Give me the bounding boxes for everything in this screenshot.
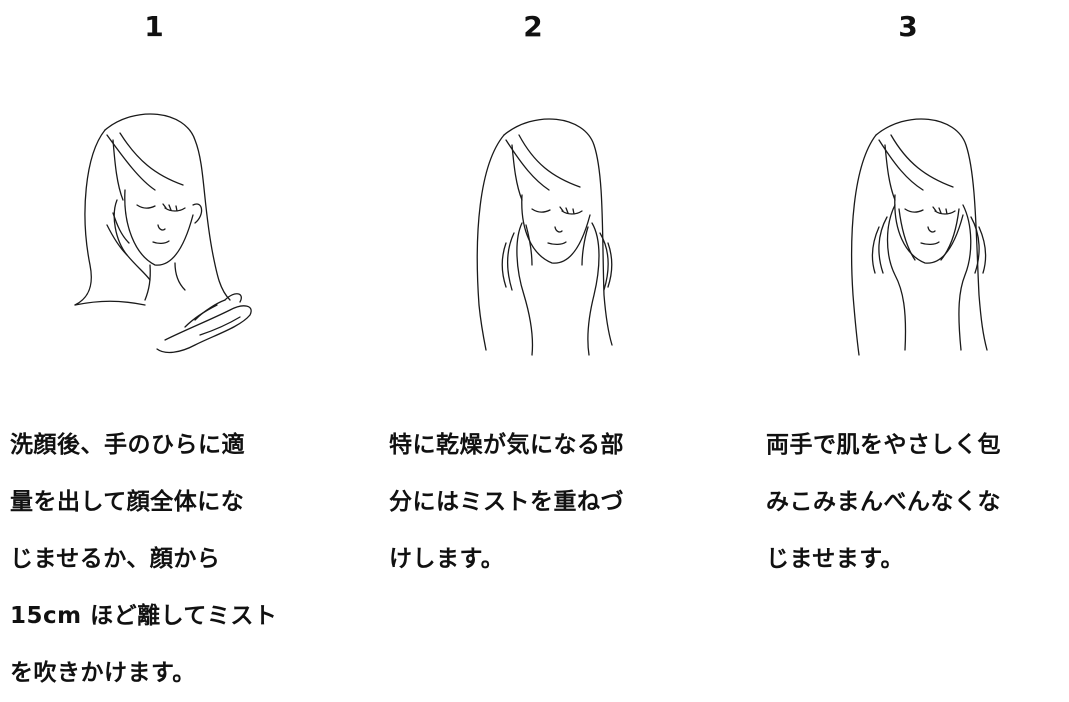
step-number: 1 [144,10,164,43]
step-description: 洗顔後、手のひらに適 量を出して顔全体にな じませるか、顔から 15cm ほど離… [10,432,278,686]
woman-face-hands-wrap-icon [811,105,1069,375]
step-2: 2 [389,0,719,685]
step-1: 1 [10,0,340,686]
step-description: 両手で肌をやさしく包 みこみまんべんなくな じませます。 [766,432,1001,572]
step-3: 3 [766,0,1069,685]
step-description: 特に乾燥が気になる部 分にはミストを重ねづ けします。 [389,432,624,572]
woman-face-hands-cheeks-icon [434,105,694,375]
woman-face-hand-mist-icon [45,105,305,375]
step-number: 2 [523,10,543,43]
step-number: 3 [898,10,918,43]
